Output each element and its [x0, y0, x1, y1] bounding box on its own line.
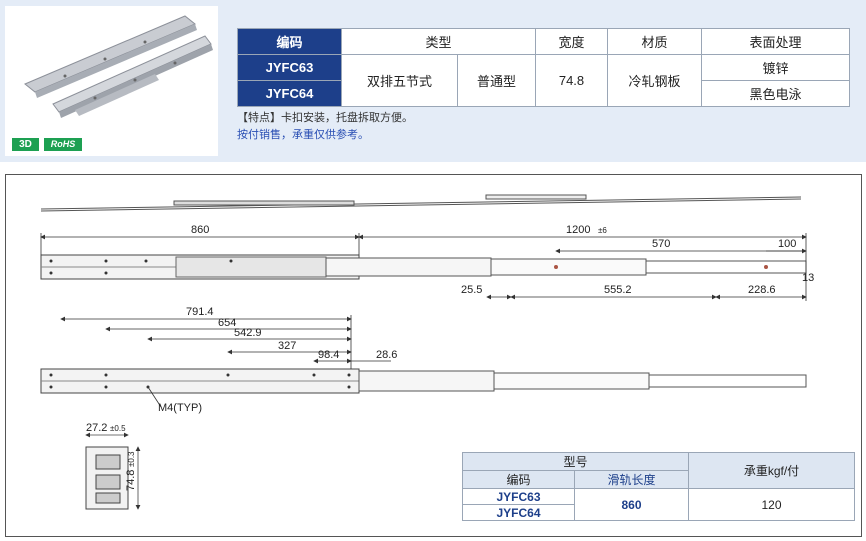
dim-74-8: 74.8: [125, 470, 137, 491]
dim-542-9: 542.9: [234, 327, 262, 339]
rail-cross-section: [85, 432, 141, 510]
feature-note: 【特点】卡扣安装，托盘拆取方便。: [237, 112, 413, 124]
dim-74-8-tol: ±0.3: [127, 451, 136, 467]
spec-finish-2: 黑色电泳: [701, 80, 850, 107]
dim-27-2-tol: ±0.5: [110, 424, 126, 433]
sales-note: 按付销售，承重仅供参考。: [237, 129, 369, 141]
dim-570: 570: [652, 238, 670, 250]
spec-header-type: 类型: [341, 28, 536, 55]
product-image: 3D RoHS: [5, 6, 218, 156]
rail-side-view: [40, 194, 802, 212]
spec-type-1: 双排五节式: [341, 54, 458, 107]
spec-width: 74.8: [535, 54, 608, 107]
dim-327: 327: [278, 340, 296, 352]
load-header-model: 型号: [462, 452, 689, 471]
dim-228-6: 228.6: [748, 284, 776, 296]
dimension-lines-bottom: [60, 315, 391, 408]
product-info-panel: 3D RoHS 编码 类型 宽度 材质 表面处理 JYFC63 双排五节式 普通…: [0, 0, 866, 162]
dim-1200: 1200: [566, 224, 590, 236]
load-value: 120: [688, 488, 855, 521]
spec-material: 冷轧钢板: [607, 54, 702, 107]
dim-1200-tol: ±6: [598, 226, 607, 235]
3d-badge: 3D: [12, 138, 39, 151]
dim-m4-typ: M4(TYP): [158, 402, 202, 414]
dim-654: 654: [218, 317, 236, 329]
load-length: 860: [574, 488, 689, 521]
spec-header-code: 编码: [237, 28, 342, 55]
load-model-2: JYFC64: [462, 504, 575, 521]
dim-13: 13: [802, 272, 814, 284]
dim-555-2: 555.2: [604, 284, 632, 296]
spec-table: 编码 类型 宽度 材质 表面处理 JYFC63 双排五节式 普通型 74.8 冷…: [237, 28, 850, 107]
extended-rail-top: [40, 254, 807, 280]
dim-27-2: 27.2: [86, 422, 107, 434]
spec-model-2: JYFC64: [237, 80, 342, 107]
dim-860-top: 860: [191, 224, 209, 236]
spec-header-width: 宽度: [535, 28, 608, 55]
load-model-1: JYFC63: [462, 488, 575, 505]
technical-drawing: 860 1200 ±6 570 100 13 25.5 555.2 228.6: [5, 174, 862, 537]
spec-type-2: 普通型: [457, 54, 536, 107]
dim-25-5: 25.5: [461, 284, 482, 296]
load-table: 型号 承重kgf/付 编码 滑轨长度 JYFC63 860 120 JYFC64: [462, 452, 855, 521]
extended-rail-bottom: [40, 368, 807, 394]
dimension-lines-top: [40, 233, 807, 301]
spec-header-finish: 表面处理: [701, 28, 850, 55]
dim-100: 100: [778, 238, 796, 250]
load-header-load: 承重kgf/付: [688, 452, 855, 489]
dim-98-4: 98.4: [318, 349, 339, 361]
spec-header-material: 材质: [607, 28, 702, 55]
slide-rail-illustration: [24, 15, 213, 118]
spec-model-1: JYFC63: [237, 54, 342, 81]
rohs-badge: RoHS: [44, 138, 82, 151]
dim-28-6: 28.6: [376, 349, 397, 361]
load-header-code: 编码: [462, 470, 575, 489]
drawing-canvas: 860 1200 ±6 570 100 13 25.5 555.2 228.6: [40, 194, 814, 510]
load-header-length: 滑轨长度: [574, 470, 689, 489]
spec-finish-1: 镀锌: [701, 54, 850, 81]
dim-791-4: 791.4: [186, 306, 214, 318]
